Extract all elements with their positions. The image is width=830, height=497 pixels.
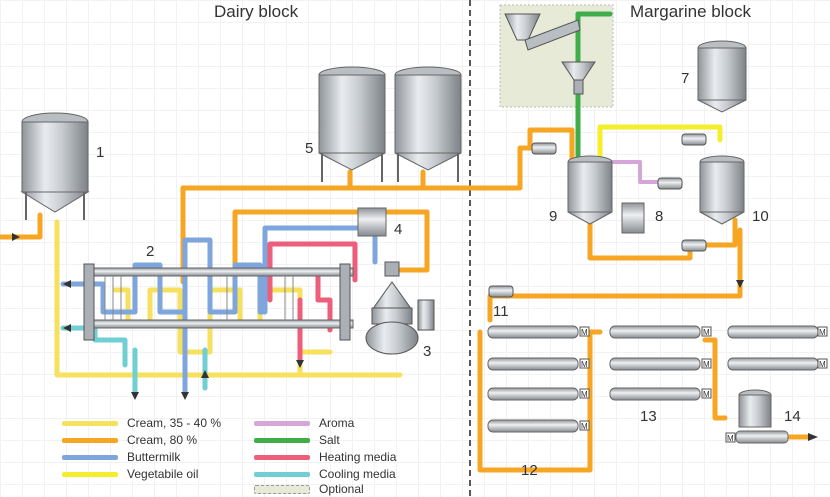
- ssh-exchangers-12: [487, 325, 579, 433]
- legend-label: Cooling media: [319, 467, 396, 481]
- arrow-packing: [808, 433, 818, 441]
- arrow-down-3: [131, 392, 139, 400]
- arrow-buttermilk-out: [63, 280, 71, 288]
- pipe-cream80-bottom9: [587, 217, 738, 261]
- pump-3: [657, 177, 683, 190]
- pipe-aroma: [606, 160, 672, 184]
- legend-swatch: [254, 454, 310, 460]
- legend-label: Buttermilk: [127, 450, 181, 464]
- label-3: 3: [423, 343, 432, 360]
- label-8: 8: [655, 208, 664, 225]
- legend-swatch: [62, 471, 118, 477]
- legend-swatch: [254, 437, 310, 443]
- svg-text:M: M: [727, 434, 734, 443]
- svg-text:M: M: [703, 390, 710, 399]
- legend-label: Salt: [319, 433, 340, 447]
- svg-text:M: M: [819, 360, 826, 369]
- pumps: [488, 133, 707, 298]
- label-4: 4: [394, 221, 403, 238]
- tank-8: [621, 202, 645, 234]
- legend-item-optional: Optional: [254, 482, 364, 496]
- pipe-buttermilk: [60, 225, 378, 315]
- packing-14: [735, 389, 789, 444]
- pipe-tank1-in: [0, 212, 43, 240]
- svg-text:M: M: [581, 360, 588, 369]
- legend-label: Heating media: [319, 450, 397, 464]
- arrow-up-1: [201, 370, 209, 378]
- pipe-yellow-top: [597, 124, 723, 163]
- svg-text:M: M: [703, 360, 710, 369]
- arrow-margarine: [736, 280, 744, 288]
- legend-swatch: [254, 471, 310, 477]
- pipe-buttermilk-return: [54, 219, 403, 378]
- legend-item-cream-80: Cream, 80 %: [62, 433, 197, 447]
- legend-item-cooling-media: Cooling media: [254, 467, 396, 481]
- holding-cell-4: [357, 207, 387, 237]
- svg-text:M: M: [581, 390, 588, 399]
- legend-item-vegetable-oil: Vegetabile oil: [62, 467, 198, 481]
- arrow-down-2: [296, 360, 304, 368]
- label-12: 12: [521, 462, 538, 479]
- label-14: 14: [784, 408, 801, 425]
- pump-4: [681, 239, 707, 252]
- legend-item-buttermilk: Buttermilk: [62, 450, 180, 464]
- legend-item-aroma: Aroma: [254, 416, 354, 430]
- label-1: 1: [96, 144, 105, 161]
- label-2: 2: [146, 243, 155, 260]
- title-dairy-block: Dairy block: [214, 2, 299, 21]
- salt-hopper: [504, 13, 596, 95]
- legend-item-cream-35-40: Cream, 35 - 40 %: [62, 416, 221, 430]
- flow-arrows: [12, 233, 818, 441]
- legend-label: Vegetabile oil: [127, 467, 199, 481]
- label-11: 11: [493, 303, 509, 320]
- tank-10: [699, 155, 745, 225]
- pipe-cooling-loop: [477, 329, 603, 473]
- legend-item-heating-media: Heating media: [254, 450, 396, 464]
- label-5: 5: [305, 140, 314, 157]
- pump-2: [681, 133, 707, 146]
- label-10: 10: [752, 208, 769, 225]
- pump-1: [531, 142, 557, 155]
- legend-label: Optional: [319, 482, 364, 496]
- plate-heat-exchanger-2: [83, 263, 354, 341]
- legend-label: Cream, 80 %: [127, 433, 198, 447]
- separator-3: [365, 261, 435, 355]
- legend-label: Aroma: [319, 416, 355, 430]
- arrow-cooling-out: [63, 324, 71, 332]
- title-margarine-block: Margarine block: [630, 2, 751, 21]
- tank-1: [20, 112, 90, 220]
- tank-7: [697, 40, 747, 113]
- silo-5: [318, 66, 386, 182]
- pipe-cooling-loop2: [702, 337, 728, 421]
- legend-swatch: [62, 454, 118, 460]
- legend-item-salt: Salt: [254, 433, 340, 447]
- legend-swatch: [254, 420, 310, 426]
- arrow-down-1: [181, 392, 189, 400]
- svg-text:M: M: [581, 422, 588, 431]
- legend-swatch: [254, 484, 310, 494]
- label-9: 9: [549, 208, 558, 225]
- legend-swatch: [62, 437, 118, 443]
- legend-label: Cream, 35 - 40 %: [127, 416, 222, 430]
- silo-6: [394, 66, 462, 182]
- ssh-exchangers-13: [609, 325, 819, 401]
- pipe-to-cooling: [487, 227, 743, 323]
- svg-text:M: M: [581, 328, 588, 337]
- svg-text:M: M: [703, 328, 710, 337]
- label-7: 7: [681, 70, 690, 87]
- label-13: 13: [640, 408, 657, 425]
- legend-swatch: [62, 420, 118, 426]
- pipe-cream80-margarine-in: [527, 127, 575, 163]
- tank-9: [567, 155, 613, 225]
- pipe-cream80-loop: [232, 209, 430, 285]
- pump-11: [488, 285, 514, 298]
- arrow-inlet: [12, 233, 20, 241]
- motor-boxes: M M M M M M M M M M: [579, 326, 828, 443]
- svg-text:M: M: [819, 328, 826, 337]
